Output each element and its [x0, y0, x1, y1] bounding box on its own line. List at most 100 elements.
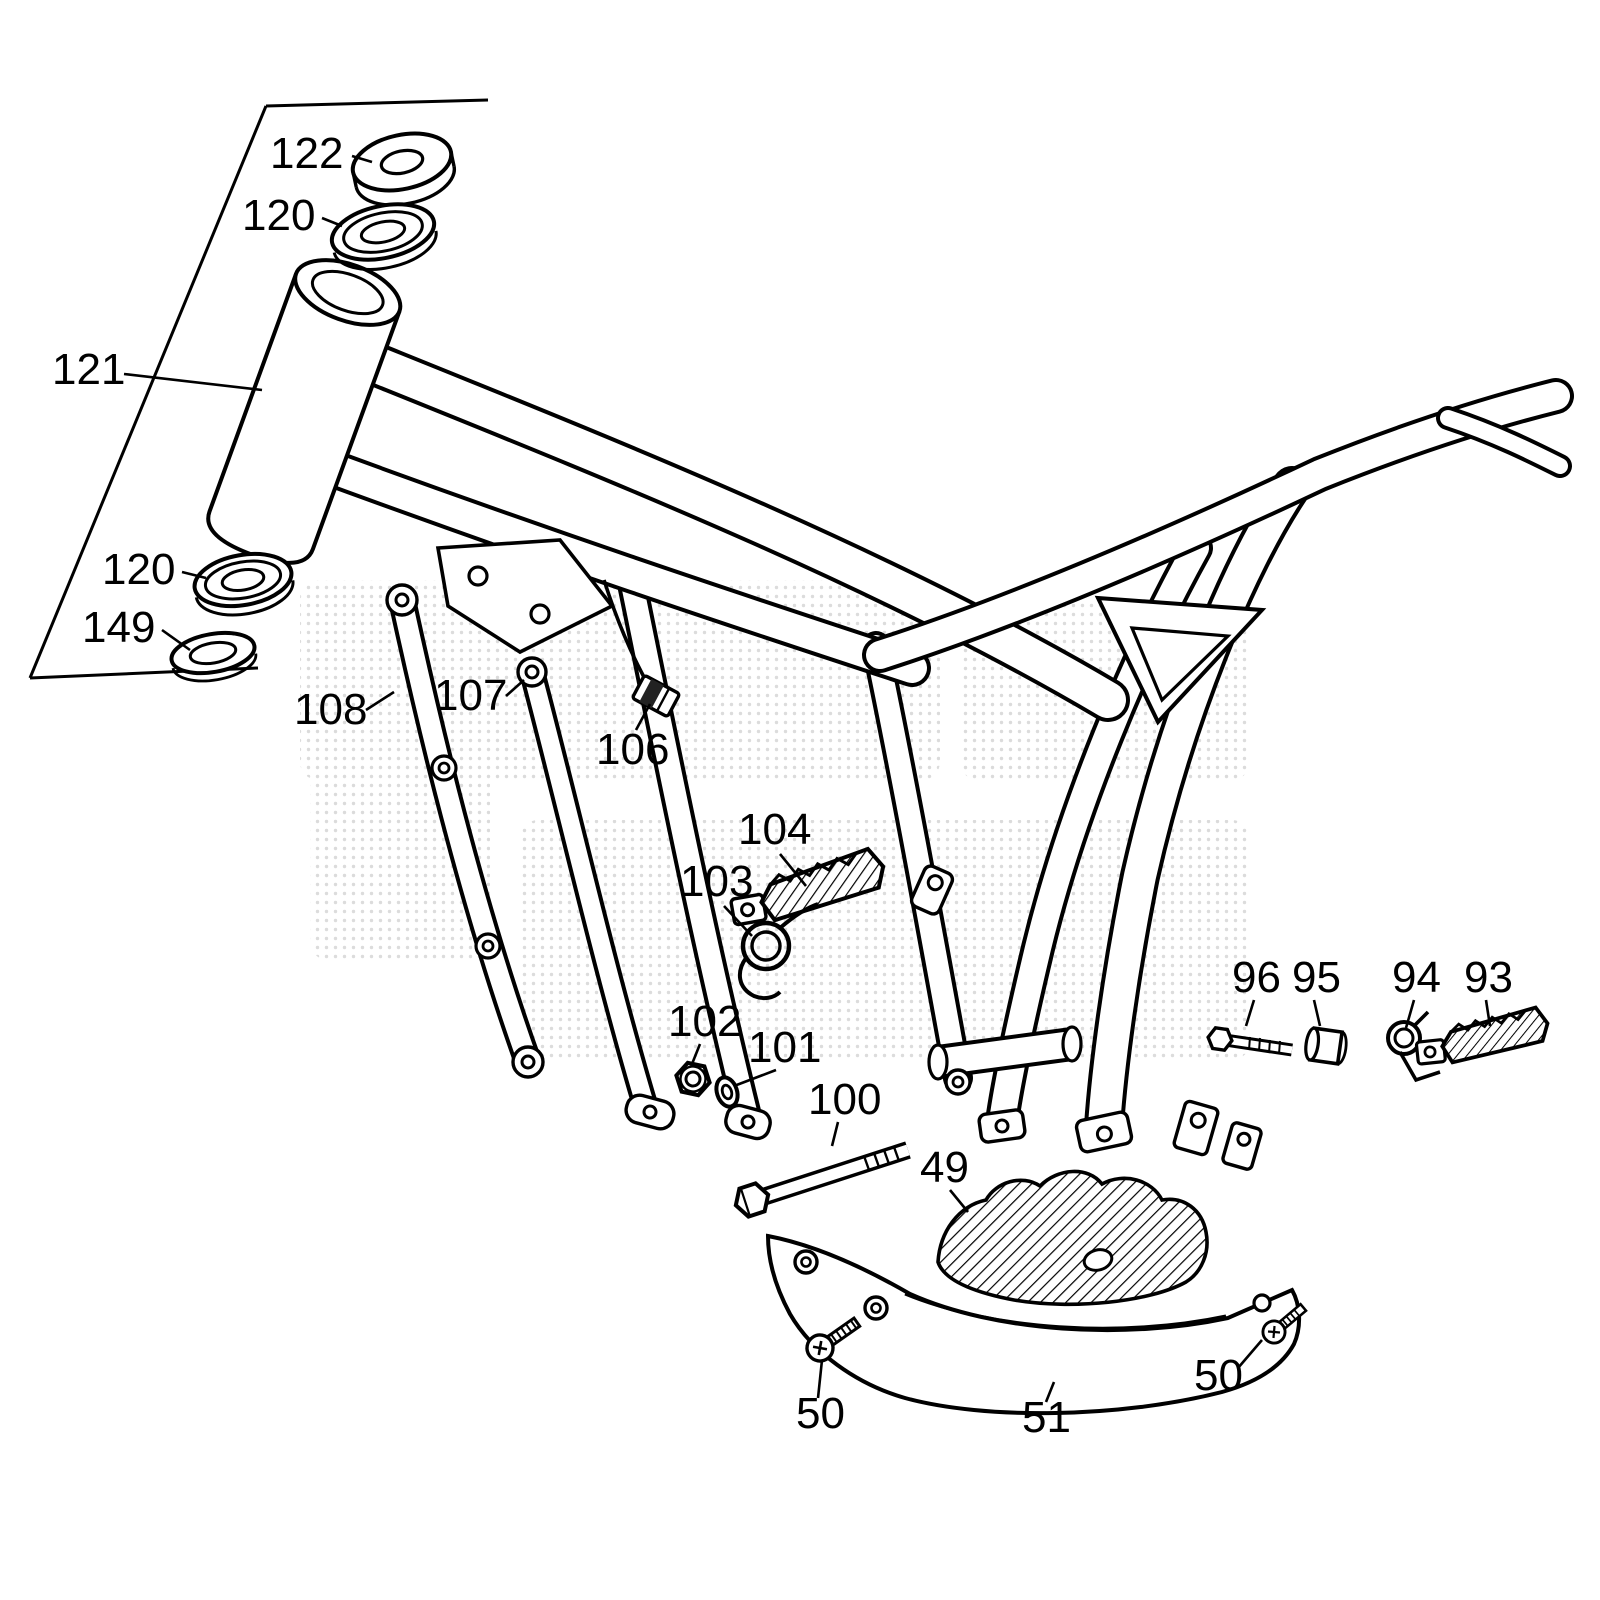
part-label-96: 96 — [1232, 953, 1281, 1027]
strap-tab-hole — [437, 761, 451, 775]
gusset-cutout — [1129, 626, 1232, 703]
frame-mount-lug — [1172, 1099, 1220, 1157]
part-labels: 122 120 121 120 149 108 107 106 — [52, 129, 1513, 1442]
clevis-hole — [740, 902, 756, 918]
part-number: 50 — [1194, 1351, 1243, 1400]
bracket-hole — [926, 874, 944, 892]
gusset-hole — [529, 603, 551, 625]
bolt-head — [1206, 1026, 1234, 1052]
leader-line — [948, 1189, 970, 1213]
washer-149 — [169, 630, 258, 683]
peg-serration — [1450, 1006, 1536, 1033]
part-number: 107 — [434, 671, 507, 720]
washer-hole — [720, 1083, 734, 1101]
strap-foot — [624, 1093, 676, 1131]
part-number: 95 — [1292, 953, 1341, 1002]
part-label-94: 94 — [1392, 953, 1441, 1029]
part-number: 101 — [748, 1023, 821, 1072]
part-label-102: 102 — [668, 997, 741, 1065]
frame-bracket-tab — [909, 864, 955, 916]
part-label-95: 95 — [1292, 953, 1341, 1027]
part-label-120-upper: 120 — [242, 191, 343, 240]
part-number: 122 — [270, 129, 343, 178]
part-label-50-left: 50 — [796, 1359, 845, 1438]
rear-triangle-gusset — [1094, 595, 1267, 726]
torsion-spring-94 — [1386, 1010, 1441, 1083]
strap-tab-hole — [481, 939, 495, 953]
clevis-hole — [1423, 1045, 1437, 1059]
stay-strap-107 — [516, 656, 676, 1131]
head-tube-121 — [206, 258, 403, 565]
leader-line — [1044, 1381, 1056, 1403]
wire-connector-106 — [602, 579, 681, 718]
boundary-line-left — [28, 105, 268, 679]
part-label-107: 107 — [434, 671, 525, 720]
frame-foot-lug — [724, 1103, 772, 1141]
leader-line — [1244, 999, 1256, 1027]
part-number: 94 — [1392, 953, 1441, 1002]
part-number: 93 — [1464, 953, 1513, 1002]
nut-102 — [674, 1060, 712, 1098]
leader-line — [778, 853, 808, 887]
stay-strap-108 — [385, 583, 545, 1079]
strap-hole — [524, 664, 540, 680]
cross-tube-end — [927, 1043, 949, 1081]
leader-line — [1237, 1339, 1263, 1369]
part-label-93: 93 — [1464, 953, 1513, 1027]
part-label-108: 108 — [294, 685, 395, 734]
part-number: 108 — [294, 685, 367, 734]
bolt-96 — [1206, 1026, 1293, 1057]
part-label-120-lower: 120 — [102, 545, 207, 594]
spring-leg — [1412, 1010, 1430, 1028]
footpeg-93 — [1414, 1005, 1550, 1066]
gusset-hole — [467, 565, 489, 587]
leader-line — [830, 1121, 840, 1147]
part-label-149: 149 — [82, 603, 191, 652]
part-number: 120 — [102, 545, 175, 594]
leader-line — [365, 690, 395, 712]
part-label-51: 51 — [1022, 1381, 1071, 1442]
part-number: 103 — [680, 857, 753, 906]
boundary-line-top — [265, 98, 489, 108]
part-label-104: 104 — [738, 805, 811, 887]
part-label-49: 49 — [920, 1143, 970, 1213]
frame-mount-lug — [1221, 1121, 1263, 1171]
frame-tab-hole — [951, 1075, 965, 1089]
spring-leg — [778, 902, 819, 930]
part-label-106: 106 — [596, 703, 669, 774]
leader-line — [723, 905, 753, 937]
frame-assembly — [296, 330, 1574, 1171]
leader-line — [634, 703, 652, 731]
leader-line — [123, 372, 263, 392]
dust-seal-122 — [350, 131, 457, 207]
peg-serration — [769, 847, 869, 886]
part-label-121: 121 — [52, 345, 263, 394]
torsion-spring-103 — [737, 902, 819, 1001]
strap-hole — [394, 592, 410, 608]
leader-line — [690, 1043, 702, 1065]
bearing-120-lower — [192, 551, 295, 617]
leader-line — [1312, 999, 1322, 1027]
bolt-head — [733, 1181, 771, 1219]
screw-50-left — [805, 1316, 862, 1363]
strap-hole — [520, 1054, 536, 1070]
part-number: 100 — [808, 1075, 881, 1124]
plate-hole — [1252, 1293, 1272, 1313]
head-tube-bore — [310, 269, 385, 316]
spring-leg — [737, 956, 782, 1001]
leader-line — [1484, 999, 1492, 1027]
bushing-95 — [1304, 1026, 1348, 1066]
bolt-threads — [1248, 1036, 1251, 1051]
part-label-101: 101 — [733, 1023, 821, 1088]
part-label-100: 100 — [808, 1075, 881, 1147]
frame-foot-lug — [1074, 1110, 1134, 1154]
part-number: 120 — [242, 191, 315, 240]
part-number: 149 — [82, 603, 155, 652]
leader-line — [181, 570, 207, 580]
cross-tube-end — [1061, 1025, 1083, 1063]
leader-line — [351, 154, 373, 164]
part-number: 49 — [920, 1143, 969, 1192]
strap-foot-hole — [642, 1104, 658, 1120]
